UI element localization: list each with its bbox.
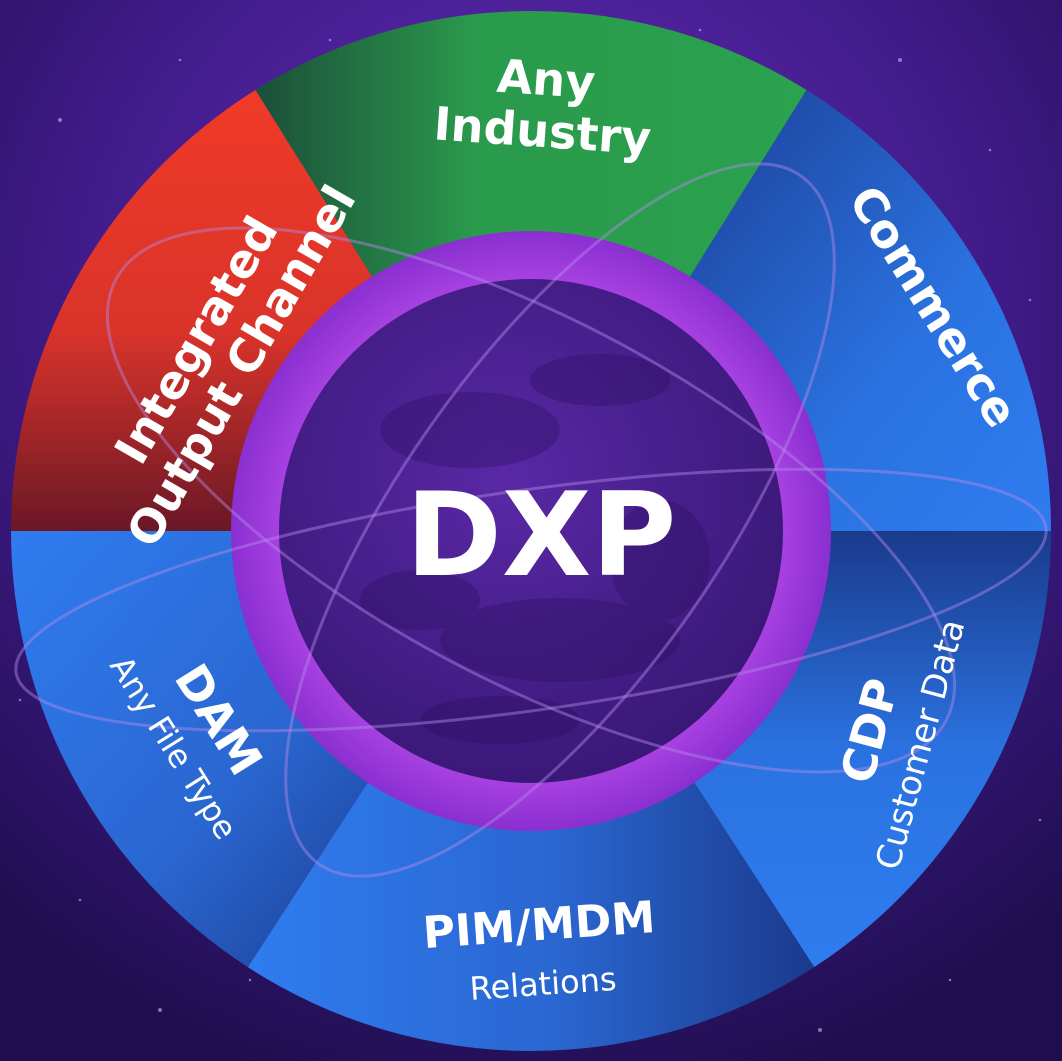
star [1028,298,1032,302]
planet-texture [360,354,710,744]
planet [279,279,783,783]
segment-dam [11,531,374,968]
star [1038,818,1042,822]
star [248,978,252,982]
star [78,898,82,902]
orbit-lines [14,162,1048,878]
star [988,148,992,152]
star [158,1008,162,1012]
star [818,1028,822,1032]
star [698,28,702,32]
segment-pim [247,774,815,1051]
star [18,698,22,702]
star [898,58,902,62]
segment-output [11,90,378,532]
segment-title-industry: Any [495,49,597,110]
segment-ring [11,11,1051,1051]
star [58,118,62,122]
star [178,58,182,62]
star [328,38,332,42]
segment-cdp [688,531,1051,968]
star [948,978,952,982]
segment-industry [255,11,807,286]
center-title: DXP [406,468,677,603]
segment-commerce [684,90,1051,532]
